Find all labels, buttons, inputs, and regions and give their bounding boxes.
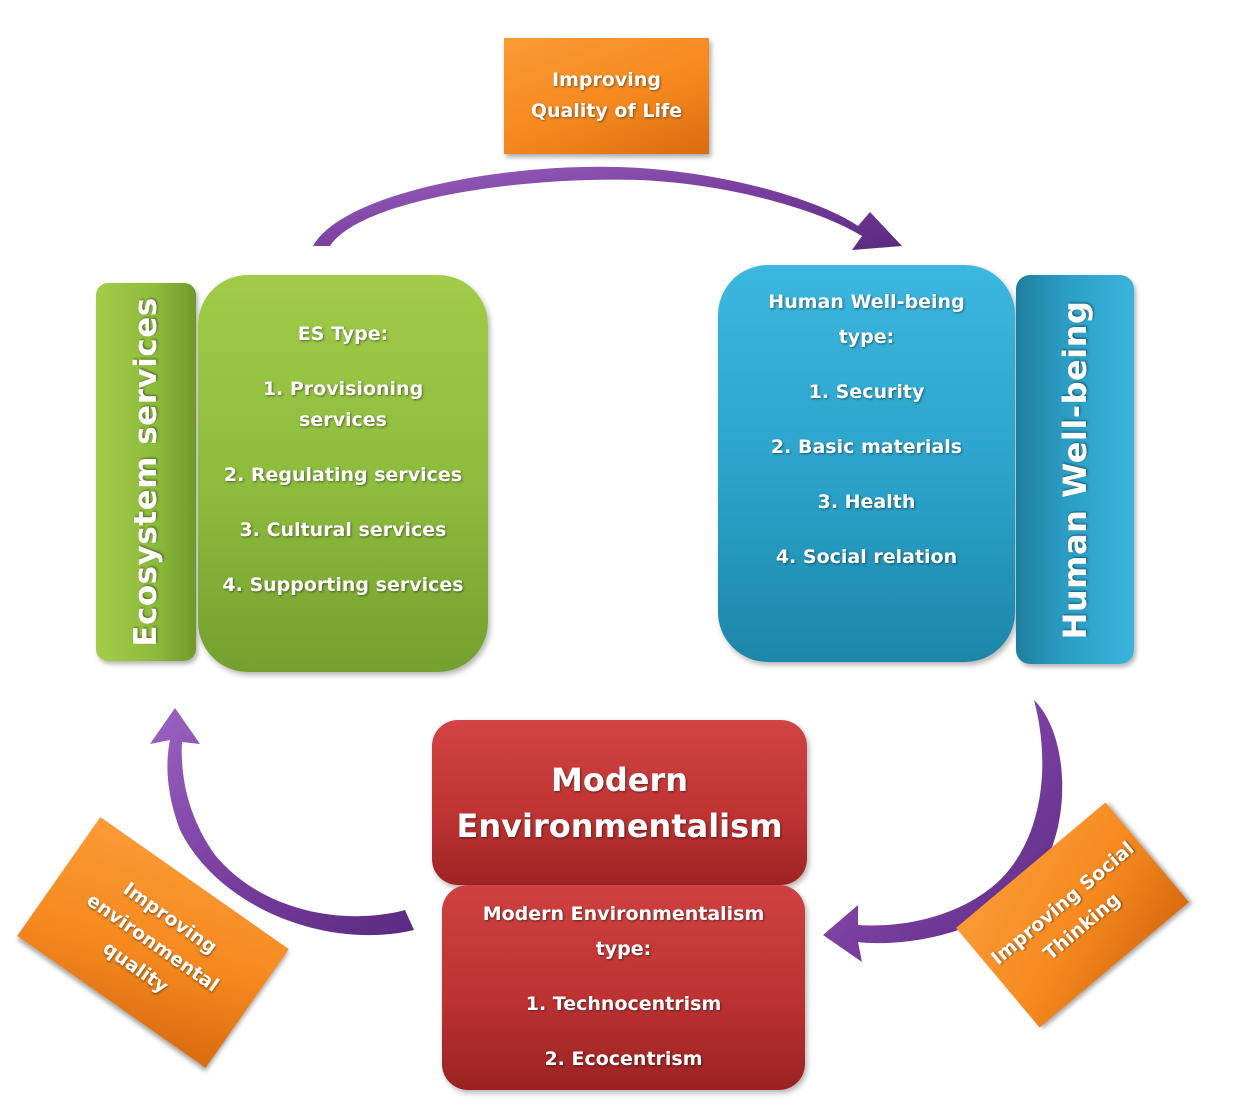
list-item: 3. Health [817,491,916,513]
list-item: 4. Social relation [775,546,958,568]
list-item: 1. Technocentrism [525,993,722,1015]
top-arrow [313,166,902,250]
label-line: Quality of Life [530,100,683,122]
environmentalism-heading-line: Modern Environmentalism [482,903,765,925]
human-well-being-type-box: Human Well-being type: 1. Security 2. Ba… [718,265,1015,662]
environmentalism-heading-line: type: [595,938,652,960]
list-item: services [299,409,387,431]
list-item: 2. Regulating services [223,464,463,486]
well-being-heading-line: type: [838,326,895,348]
left-arrow [150,708,414,936]
es-type-heading: ES Type: [297,323,389,345]
es-type-box: ES Type: 1. Provisioning services 2. Reg… [198,275,488,672]
list-item: 4. Supporting services [222,574,464,596]
list-item: 2. Ecocentrism [544,1048,703,1070]
ecosystem-services-tab: Ecosystem services [96,283,196,661]
human-well-being-tab: Human Well-being [1016,275,1134,664]
modern-environmentalism-box: Modern Environmentalism [432,720,807,885]
list-item: 2. Basic materials [770,436,963,458]
list-item: 1. Provisioning [262,378,424,400]
label-line: Improving [552,69,661,91]
list-item: 1. Security [808,381,925,403]
title-line: Modern [551,760,688,799]
modern-environmentalism-type-box: Modern Environmentalism type: 1. Technoc… [442,885,805,1090]
label-improving-quality-of-life: Improving Quality of Life [504,38,709,154]
title-line: Environmentalism [456,806,783,845]
human-well-being-title: Human Well-being [1056,300,1094,639]
well-being-heading-line: Human Well-being [768,291,965,313]
ecosystem-services-title: Ecosystem services [128,297,164,647]
list-item: 3. Cultural services [239,519,447,541]
